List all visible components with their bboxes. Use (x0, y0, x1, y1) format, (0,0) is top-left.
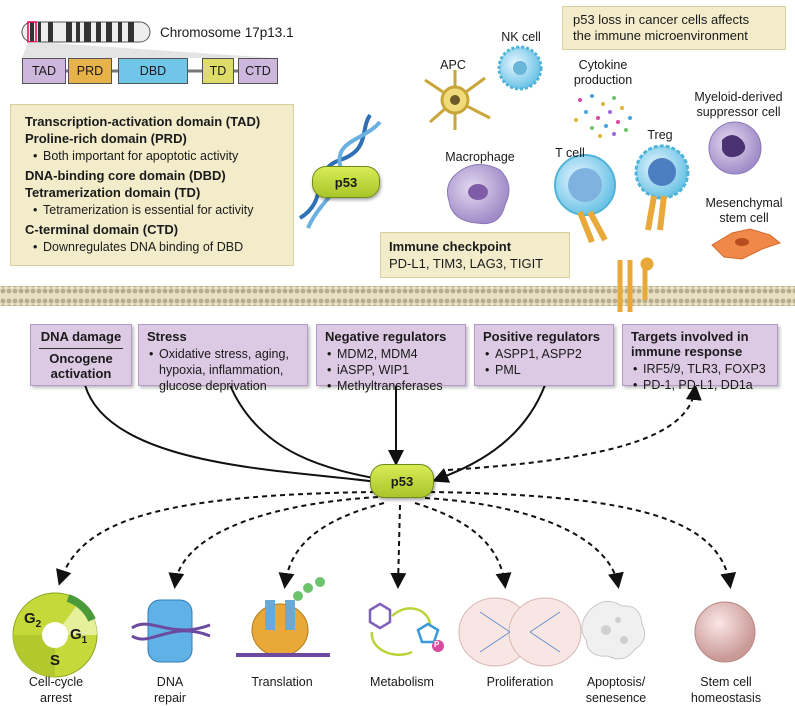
stem-cell-graphic (694, 601, 756, 663)
input-arrows (84, 384, 546, 490)
mdsc-graphic (708, 121, 762, 175)
domain-tad: TAD (22, 58, 66, 84)
p53-loss-box: p53 loss in cancer cells affects the imm… (562, 6, 786, 50)
checkpoint-items: PD-L1, TIM3, LAG3, TIGIT (389, 256, 544, 271)
neg-item: MDM2, MDM4 (327, 346, 457, 362)
macrophage-label: Macrophage (445, 150, 515, 164)
msc-label: Mesenchymal stem cell (705, 196, 783, 225)
targets-box: Targets involved in immune response IRF5… (622, 324, 778, 393)
g1-label: G1 (70, 626, 88, 646)
stress-title: Stress (147, 329, 187, 344)
nk-cell-graphic (497, 45, 543, 91)
targets-item: IRF5/9, TLR3, FOXP3 (633, 361, 769, 377)
cytokine-dots-graphic (574, 94, 632, 138)
apoptosis-graphic (581, 600, 646, 660)
td-heading: Tetramerization domain (TD) (25, 185, 201, 200)
t-cell-graphic (554, 154, 616, 244)
chromosome-label: Chromosome 17p13.1 (160, 25, 294, 40)
nk-cell-label: NK cell (501, 30, 541, 44)
td-bullet: Tetramerization is essential for activit… (33, 201, 293, 219)
g2-label: G2 (24, 610, 42, 630)
outcome-translation: Translation (251, 675, 313, 689)
targets-item: PD-1, PD-L1, DD1a (633, 377, 769, 393)
domain-prd: PRD (68, 58, 112, 84)
pos-item: ASPP1, ASPP2 (485, 346, 605, 362)
apc-cell-graphic (424, 70, 491, 130)
neg-title: Negative regulators (325, 329, 447, 344)
cytokine-label: Cytokine production (573, 58, 633, 87)
outcome-proliferation: Proliferation (486, 675, 554, 689)
translation-graphic (236, 577, 330, 657)
outcome-apoptosis: Apoptosis/senesence (585, 675, 647, 705)
msc-graphic (711, 228, 782, 260)
dbd-heading: DNA-binding core domain (DBD) (25, 168, 226, 183)
domain-dbd: DBD (118, 58, 188, 84)
s-phase-label: S (50, 652, 61, 669)
neg-item: Methyltransferases (327, 378, 457, 394)
receptor-graphic (617, 257, 654, 312)
mdsc-label: Myeloid-derived suppressor cell (694, 90, 783, 119)
positive-regulators-box: Positive regulators ASPP1, ASPP2 PML (474, 324, 614, 386)
stress-box: Stress Oxidative stress, aging, hypoxia,… (138, 324, 308, 393)
checkpoint-title: Immune checkpoint (389, 239, 512, 254)
outcome-metabolism: Metabolism (370, 675, 434, 689)
apc-label: APC (440, 58, 466, 72)
negative-regulators-box: Negative regulators MDM2, MDM4 iASPP, WI… (316, 324, 466, 394)
domain-td: TD (202, 58, 234, 84)
proliferation-graphic (458, 597, 582, 667)
pos-item: PML (485, 362, 605, 378)
ctd-heading: C-terminal domain (CTD) (25, 222, 179, 237)
stress-item: Oxidative stress, aging, hypoxia, inflam… (149, 346, 299, 394)
p53-central: p53 (370, 464, 434, 498)
tad-heading: Transcription-activation domain (TAD) (25, 114, 261, 129)
domain-info-box: Transcription-activation domain (TAD) Pr… (10, 104, 294, 266)
dna-damage-box: DNA damage Oncogene activation (30, 324, 132, 386)
prd-heading: Proline-rich domain (PRD) (25, 131, 187, 146)
output-arrows (56, 491, 737, 589)
dna-damage-label: DNA damage (40, 329, 122, 344)
dna-helix-graphic (298, 113, 382, 229)
treg-graphic (634, 144, 690, 231)
metabolism-graphic (368, 602, 444, 657)
neg-item: iASPP, WIP1 (327, 362, 457, 378)
p53-protein-top: p53 (312, 166, 380, 198)
ctd-bullet: Downregulates DNA binding of DBD (33, 238, 293, 256)
treg-label: Treg (647, 128, 673, 142)
cell-cycle-graphic (12, 592, 98, 678)
t-cell-label: T cell (555, 146, 585, 160)
cell-membrane (0, 286, 795, 306)
phospho-label: P (434, 640, 440, 649)
immune-checkpoint-box: Immune checkpoint PD-L1, TIM3, LAG3, TIG… (380, 232, 570, 278)
dna-repair-graphic (131, 599, 211, 663)
macrophage-graphic (447, 164, 510, 225)
chromosome-graphic (21, 21, 278, 73)
targets-arrow (447, 384, 702, 471)
pos-title: Positive regulators (483, 329, 601, 344)
tad-prd-bullet: Both important for apoptotic activity (33, 147, 293, 165)
domain-ctd: CTD (238, 58, 278, 84)
